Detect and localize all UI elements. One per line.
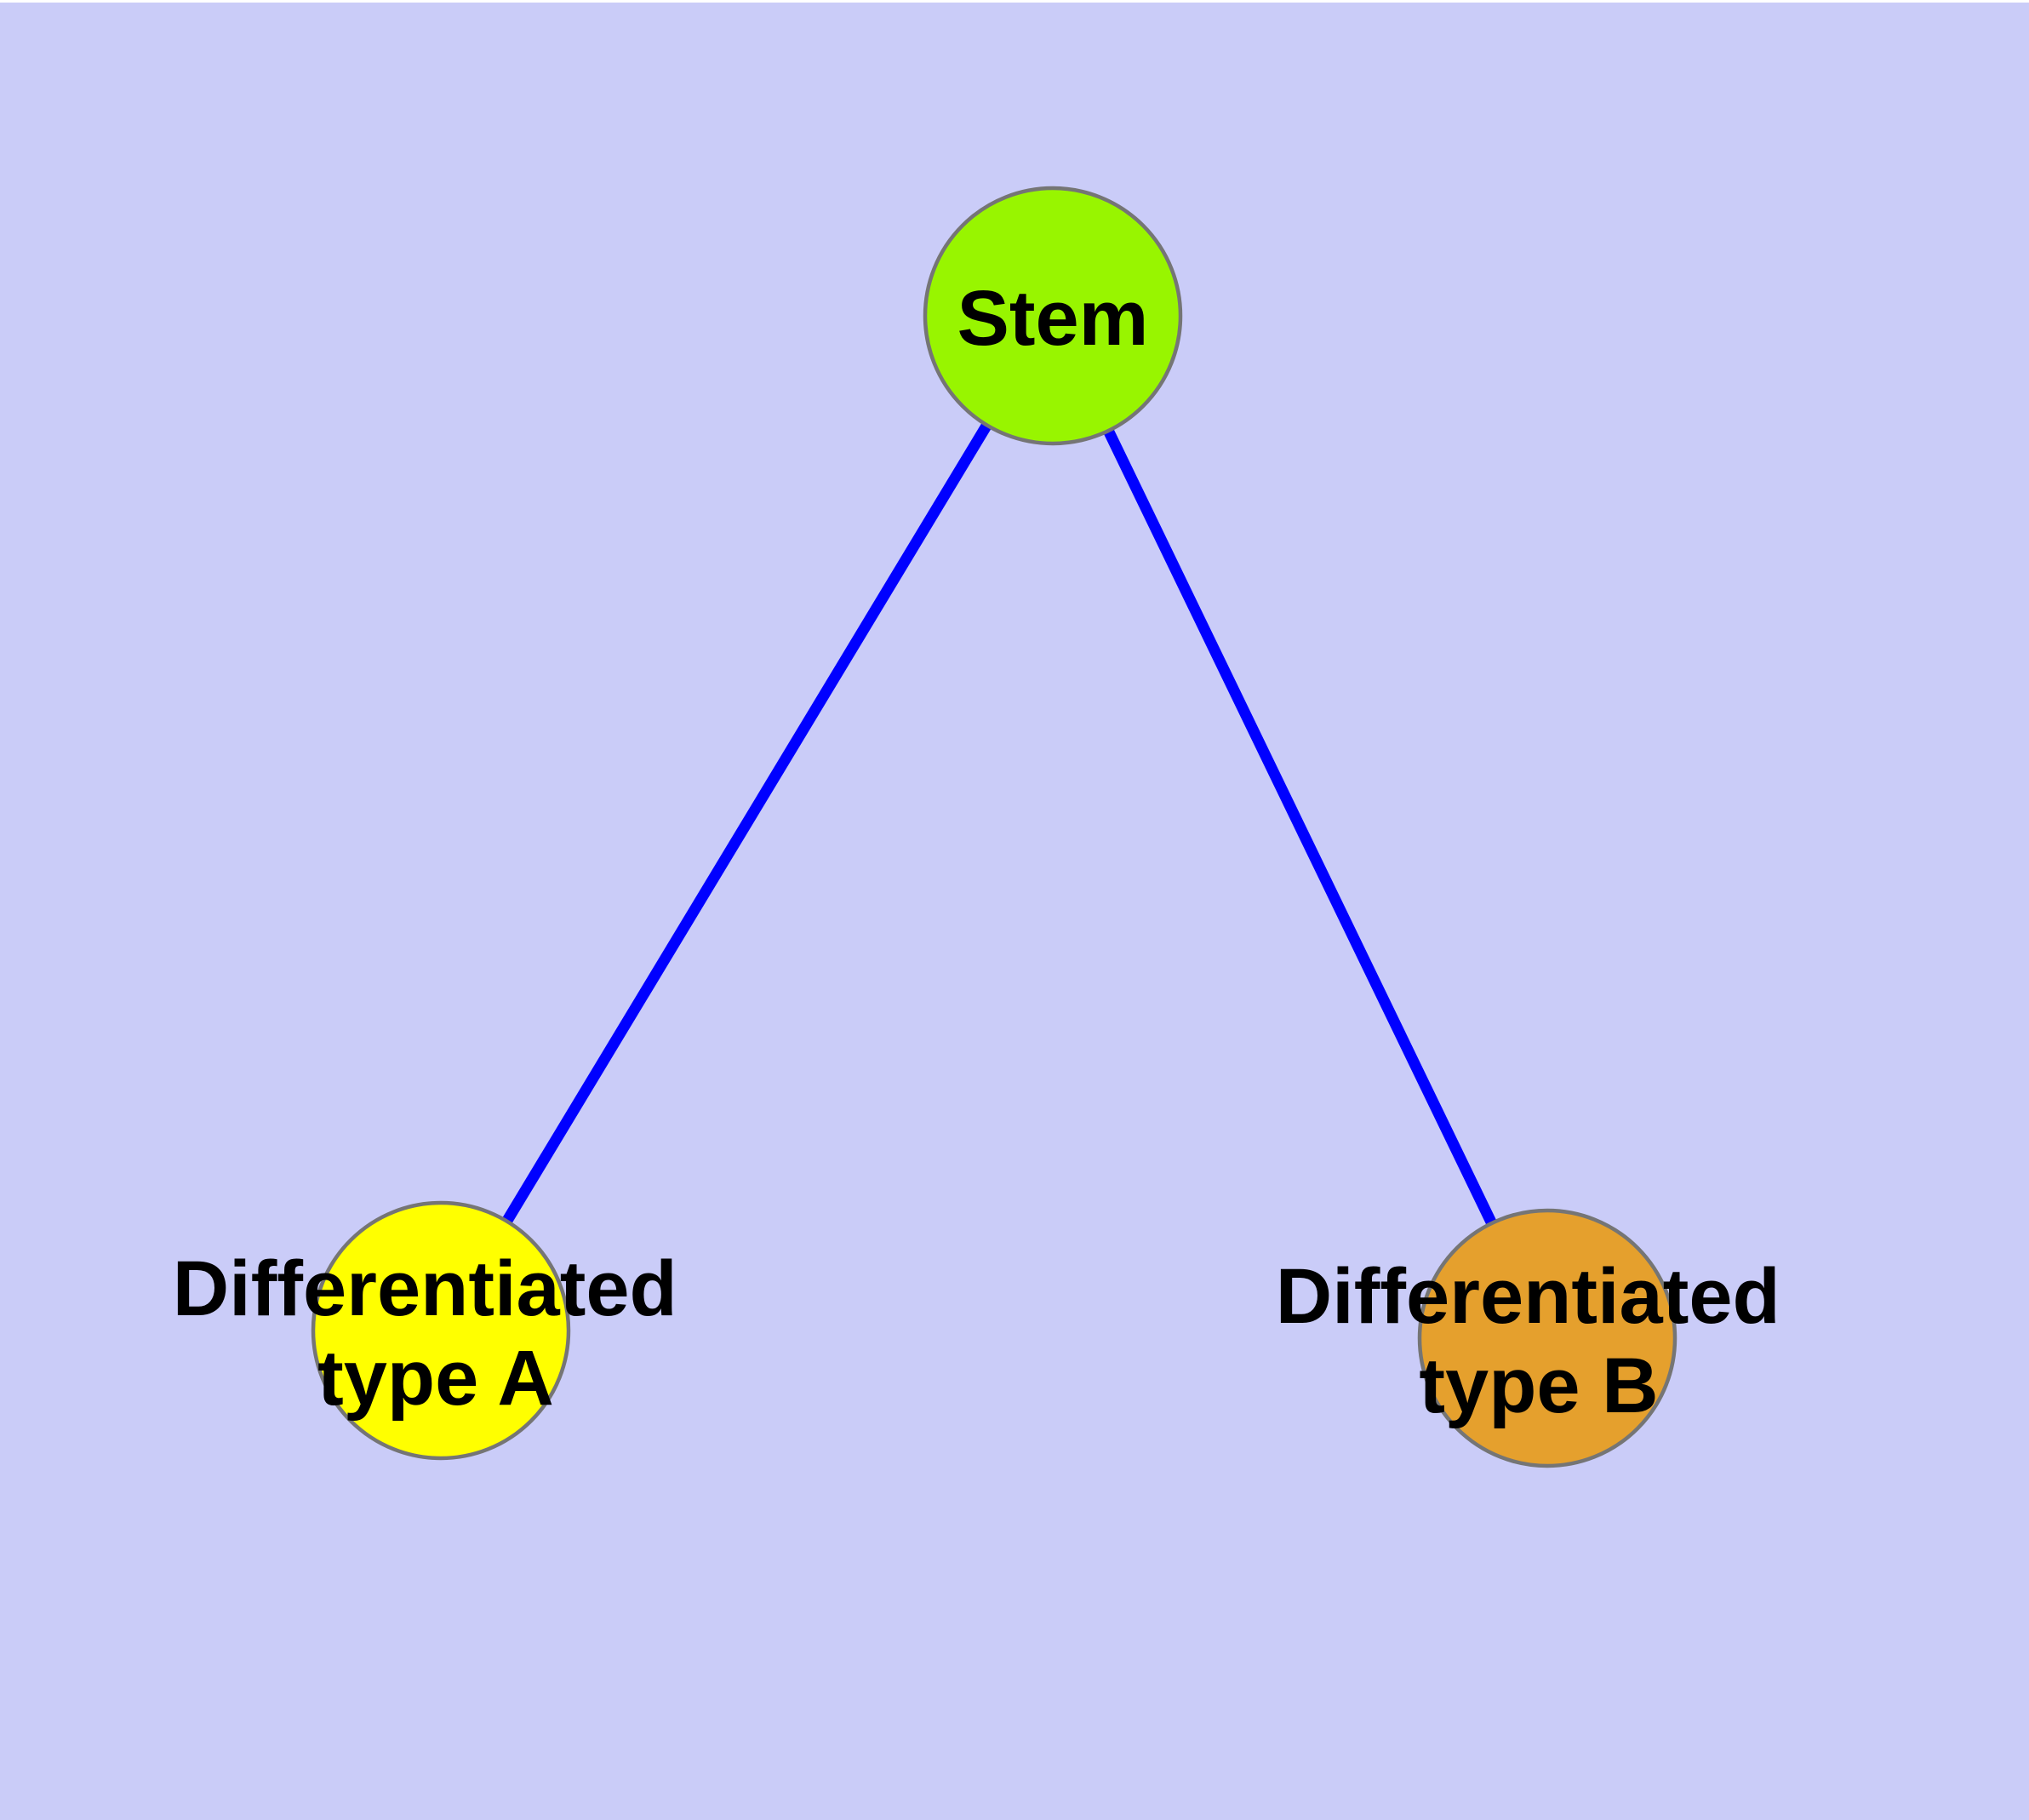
node-type-b-label-line2: type B xyxy=(1419,1342,1658,1429)
node-type-b-label: Differentiated type B xyxy=(1276,1253,1803,1429)
node-stem-label: Stem xyxy=(957,275,1149,362)
edge-stem-to-type-b xyxy=(1048,313,1552,1341)
edge-layer xyxy=(436,312,1552,1341)
edge-stem-to-type-a xyxy=(436,312,1058,1334)
node-type-a-label-line2: type A xyxy=(317,1335,554,1422)
node-type-b-circle xyxy=(1417,1208,1677,1468)
node-type-a-label-line1: Differentiated xyxy=(173,1245,677,1332)
node-layer xyxy=(311,186,1677,1468)
label-layer: Stem Differentiated type A Differentiate… xyxy=(173,275,1803,1429)
node-type-a-circle xyxy=(311,1200,571,1461)
node-type-a-label: Differentiated type A xyxy=(173,1245,700,1422)
node-stem-circle xyxy=(923,186,1183,446)
node-type-b-label-line1: Differentiated xyxy=(1276,1253,1780,1340)
